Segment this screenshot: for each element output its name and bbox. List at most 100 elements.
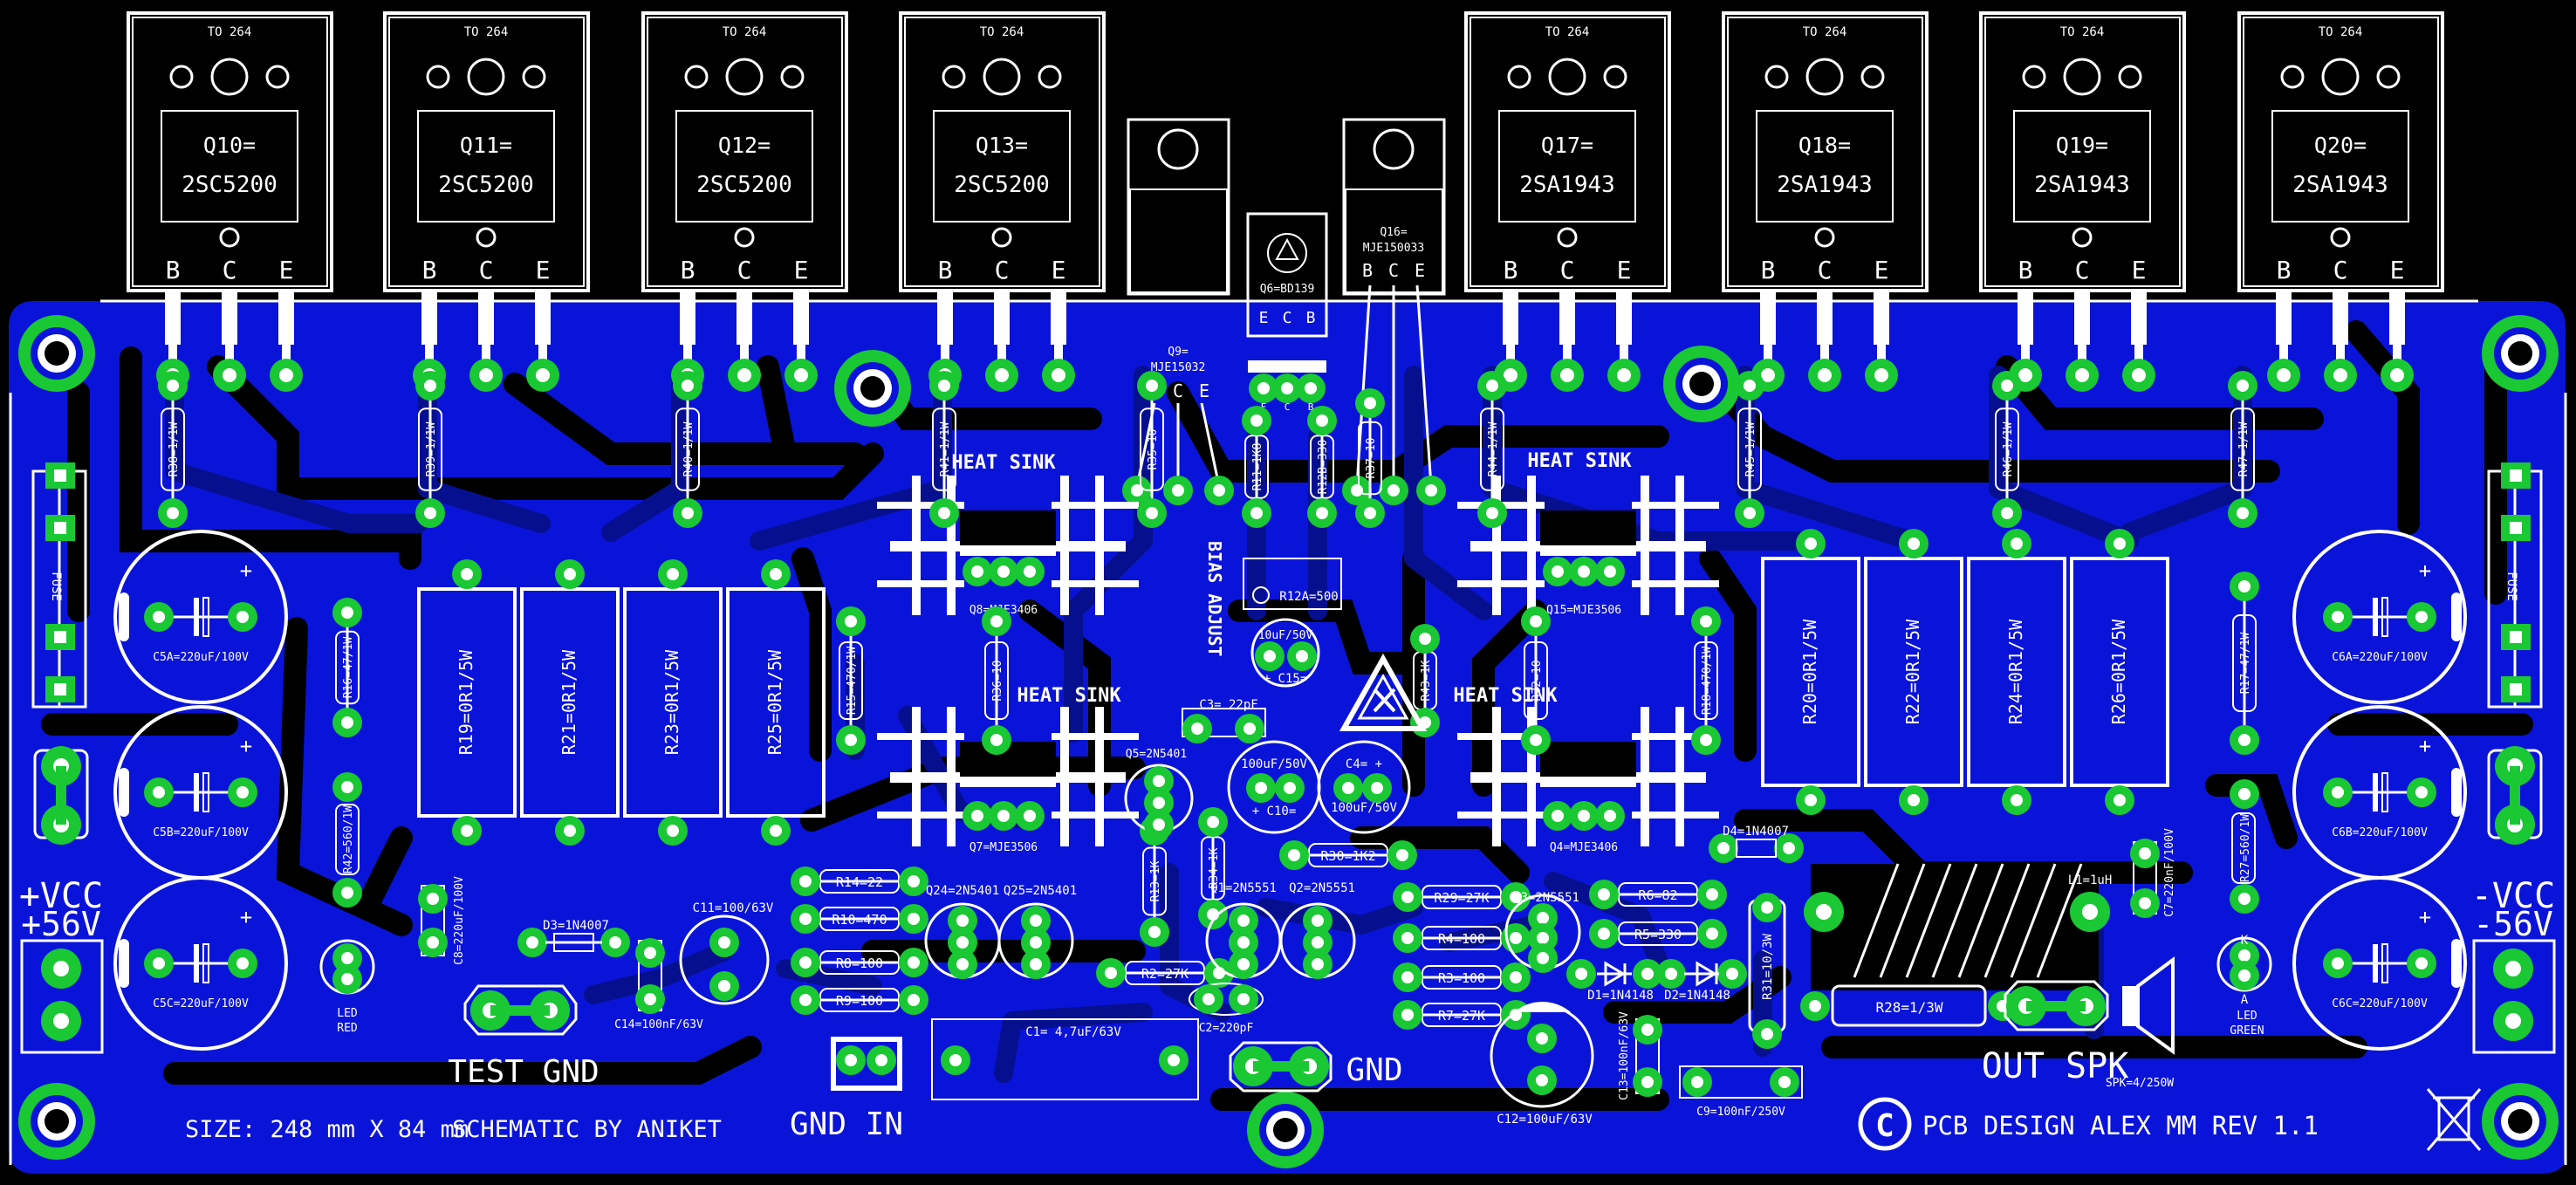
c15-value: 10uF/50V (1258, 629, 1313, 642)
filter-capacitor-label: C6C=220uF/100V (2332, 997, 2428, 1010)
power-transistor-pin-c: C (995, 256, 1010, 284)
heat-sink-2: HEAT SINK Q7=MJE3506 (877, 685, 1139, 854)
c1-label: C1= 4,7uF/63V (1025, 1025, 1121, 1039)
copyright-symbol: C (1875, 1108, 1894, 1144)
power-transistor-part: 2SA1943 (2292, 172, 2388, 198)
schematic-credit: SCHEMATIC BY ANIKET (452, 1116, 722, 1143)
vertical-resistor-12: R47=1/1W (2228, 371, 2257, 528)
vertical-resistor-2: R39=1/1W (415, 371, 445, 528)
driver-q16: Q16= MJE150033 B C E (1342, 118, 1446, 505)
c11-label: C11=100/63V (693, 901, 774, 915)
fuse-label-right: FUSE (2504, 572, 2518, 601)
bias-pcb-pin-c: C (1285, 401, 1291, 413)
power-transistor-package: TO 264 (723, 25, 767, 39)
heat-sink-label-4: HEAT SINK (1453, 685, 1558, 707)
power-transistor-ref: Q19= (2056, 133, 2108, 158)
led-right-label: LED (2237, 1010, 2257, 1023)
c3-label: C3= 22pF (1199, 698, 1257, 712)
power-transistor-part: 2SC5200 (954, 172, 1050, 198)
small-resistor-label: R4=100 (1438, 931, 1485, 947)
small-resistor-label: R10=470 (832, 912, 887, 928)
vertical-resistor-5: R35=10 (1137, 371, 1167, 528)
fuse-left: FUSE (31, 462, 87, 709)
vertical-resistor-13: R16=47/1W (332, 598, 362, 737)
r42-label: R42=560/1W (342, 805, 355, 873)
power-transistor-ref: Q17= (1541, 133, 1593, 158)
vertical-resistor-label: R38=1/1W (168, 422, 181, 477)
heatsink-transistor-q7: Q7=MJE3506 (969, 841, 1038, 854)
power-transistor-part: 2SA1943 (1519, 172, 1615, 198)
c4-ref: C4= + (1346, 757, 1382, 771)
power-transistor-pin-e: E (1052, 256, 1066, 284)
power-transistor-package: TO 264 (2060, 25, 2105, 39)
vertical-resistor-17: R36=10 (982, 606, 1011, 755)
resistor-r31: R31=10/3W (1748, 893, 1786, 1049)
small-resistor-1: R14=22 (791, 866, 928, 896)
copyright-icon: C (1858, 1097, 1912, 1151)
vertical-resistor-16: R18=470/1W (1691, 606, 1721, 755)
power-transistor-pin-b: B (1504, 256, 1518, 284)
q3-label: Q3=2N5551 (1513, 891, 1579, 905)
vertical-resistor-label: R16=47/1W (342, 637, 355, 699)
power-transistor-pin-b: B (422, 256, 437, 284)
heat-sink-label-1: HEAT SINK (951, 452, 1056, 474)
speaker-label: SPK=4/250W (2106, 1077, 2174, 1090)
power-transistor-pin-e: E (2132, 256, 2147, 284)
bias-pcb-pin-e: E (1261, 401, 1267, 413)
driver-q9-ref: Q9= (1168, 346, 1189, 359)
filter-capacitor-label: C5C=220uF/100V (153, 997, 249, 1010)
small-resistor-12: R5=330 (1589, 919, 1727, 949)
vertical-resistor-4: R41=1/1W (929, 371, 959, 528)
filter-capacitor-plus: + (2419, 734, 2431, 758)
filter-capacitor-right-1: +C6A=220uF/100V (2292, 530, 2467, 704)
power-resistor-right-3: R24=0R1/5W (1967, 529, 2066, 815)
r27-label: R27=560/1W (2239, 814, 2252, 882)
vertical-resistor-label: R11=1K8 (1251, 443, 1264, 491)
small-resistor-label: R29=27K (1434, 890, 1489, 906)
vertical-resistor-label: R37=10 (1365, 438, 1378, 479)
pcb-design-credit: PCB DESIGN ALEX MM REV 1.1 (1922, 1111, 2319, 1140)
power-terminal-positive: +VCC +56V (19, 746, 104, 1054)
resistor-r28: R28=1/3W (1800, 984, 2018, 1027)
heat-sink-label-3: HEAT SINK (1527, 450, 1632, 472)
filter-capacitor-plus: + (240, 734, 252, 758)
d2-label: D2=1N4148 (1664, 989, 1730, 1003)
c4-value: 100uF/50V (1331, 801, 1397, 815)
q1-label: Q1=2N5551 (1210, 881, 1277, 895)
board-size-label: SIZE: 248 mm X 84 mm (185, 1116, 469, 1143)
power-transistor-pin-e: E (1874, 256, 1889, 284)
vertical-resistor-3: R40=1/1W (673, 371, 702, 528)
power-transistor-pin-e: E (794, 256, 809, 284)
driver-q16-part: MJE150033 (1363, 242, 1424, 255)
driver-q16-pin-c: C (1388, 260, 1399, 281)
vertical-resistor-label: R47=1/1W (2237, 422, 2251, 477)
led-right-a: A (2241, 993, 2249, 1007)
vertical-resistor-label: R13=1K (1149, 860, 1162, 901)
vcc-plus-value: +56V (21, 905, 101, 943)
l1-label: L1=1uH (2068, 873, 2113, 887)
fuse-right: FUSE (2487, 462, 2543, 709)
q25-label: Q25=2N5401 (1004, 884, 1077, 898)
power-transistor-package: TO 264 (1803, 25, 1847, 39)
inductor-l1: L1=1uH (1804, 863, 2113, 990)
power-transistor-package: TO 264 (464, 25, 509, 39)
power-transistor-pin-b: B (938, 256, 953, 284)
led-left-label: LED (337, 1007, 358, 1020)
filter-capacitor-plus: + (2419, 905, 2431, 929)
bias-pcb-pin-b: B (1308, 401, 1314, 413)
small-resistor-5: R2=27K (1096, 958, 1234, 988)
heat-sink-3: HEAT SINK Q15=MJE3506 (1457, 450, 1719, 617)
power-transistor-part: 2SC5200 (696, 172, 792, 198)
small-resistor-11: R6=82 (1589, 880, 1727, 909)
power-resistor-label: R21=0R1/5W (558, 649, 579, 755)
d4-label: D4=1N4007 (1723, 825, 1789, 839)
small-resistor-label: R8=100 (836, 956, 883, 971)
filter-capacitor-plus: + (2419, 558, 2431, 583)
vertical-resistor-14: R17=47/1W (2230, 572, 2259, 755)
vertical-resistor-label: R40=1/1W (682, 422, 695, 477)
power-terminal-negative: -VCC -56V (2471, 746, 2556, 1054)
small-resistor-label: R9=100 (836, 993, 883, 1009)
